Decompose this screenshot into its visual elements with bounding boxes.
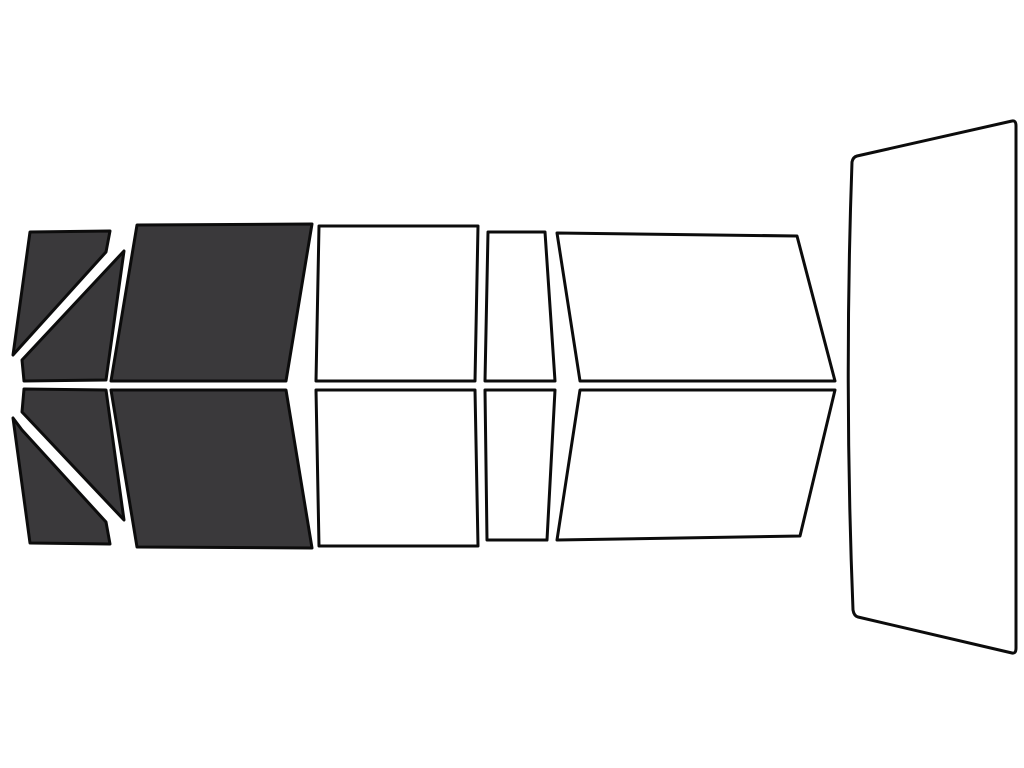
panel-middle-lower xyxy=(314,388,480,548)
panel-narrow-lower xyxy=(483,388,557,542)
panel-left-lower-small xyxy=(11,416,112,546)
panel-narrow-upper xyxy=(483,230,557,383)
panel-right-lower xyxy=(555,388,837,542)
panel-left-lower-triangle xyxy=(20,387,126,522)
panel-left-lower-large xyxy=(109,388,314,550)
panel-left-upper-large xyxy=(109,222,314,383)
panel-windshield xyxy=(846,119,1018,655)
panel-left-upper-triangle xyxy=(20,249,126,383)
panel-left-upper-small xyxy=(11,229,112,357)
panel-middle-upper xyxy=(314,224,480,383)
panel-right-upper xyxy=(555,231,837,383)
